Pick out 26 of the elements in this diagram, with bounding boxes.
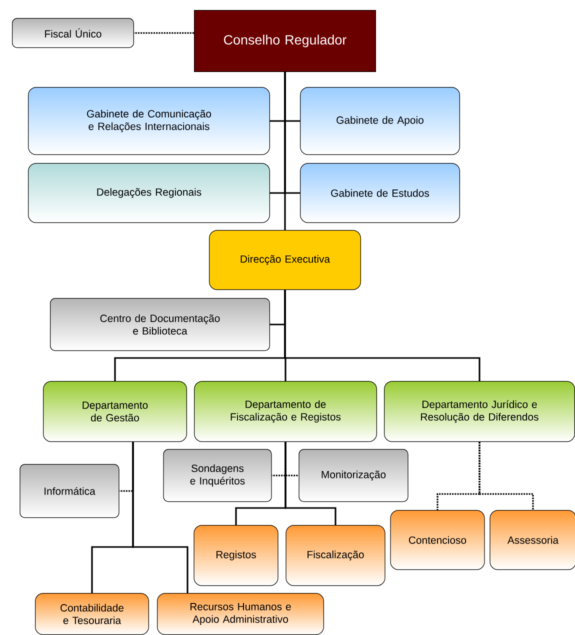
office-box: Gabinete de Comunicação e Relações Internacionais bbox=[28, 87, 270, 155]
office-box: Gabinete de Estudos bbox=[300, 163, 460, 223]
unit-box: Registos bbox=[194, 525, 278, 586]
department-box: Departamento de Gestão bbox=[43, 381, 187, 442]
office-box: Delegações Regionais bbox=[28, 163, 270, 223]
office-box: Monitorização bbox=[298, 449, 408, 502]
department-box: Departamento de Fiscalização e Registos bbox=[194, 381, 377, 442]
connector-line bbox=[478, 442, 534, 510]
connector-line bbox=[284, 290, 480, 381]
connector-line bbox=[132, 442, 188, 593]
department-box: Departamento Jurídico e Resolução de Diferendos bbox=[384, 381, 575, 442]
office-box: Informática bbox=[20, 464, 120, 518]
directorate-box: Direcção Executiva bbox=[209, 230, 361, 290]
office-box: Gabinete de Apoio bbox=[300, 87, 460, 155]
office-box: Fiscal Único bbox=[12, 18, 134, 48]
unit-box: Contabilidade e Tesouraria bbox=[35, 593, 149, 635]
unit-box: Fiscalização bbox=[286, 525, 386, 586]
connector-line bbox=[134, 32, 194, 34]
unit-box: Assessoria bbox=[490, 510, 575, 570]
council-box: Conselho Regulador bbox=[194, 10, 376, 72]
office-box: Centro de Documentação e Biblioteca bbox=[50, 298, 270, 351]
connector-line bbox=[284, 72, 286, 230]
office-box: Sondagens e Inquéritos bbox=[163, 449, 272, 502]
unit-box: Recursos Humanos e Apoio Administrativo bbox=[157, 593, 324, 635]
unit-box: Contencioso bbox=[390, 510, 485, 570]
connector-line bbox=[284, 442, 336, 525]
